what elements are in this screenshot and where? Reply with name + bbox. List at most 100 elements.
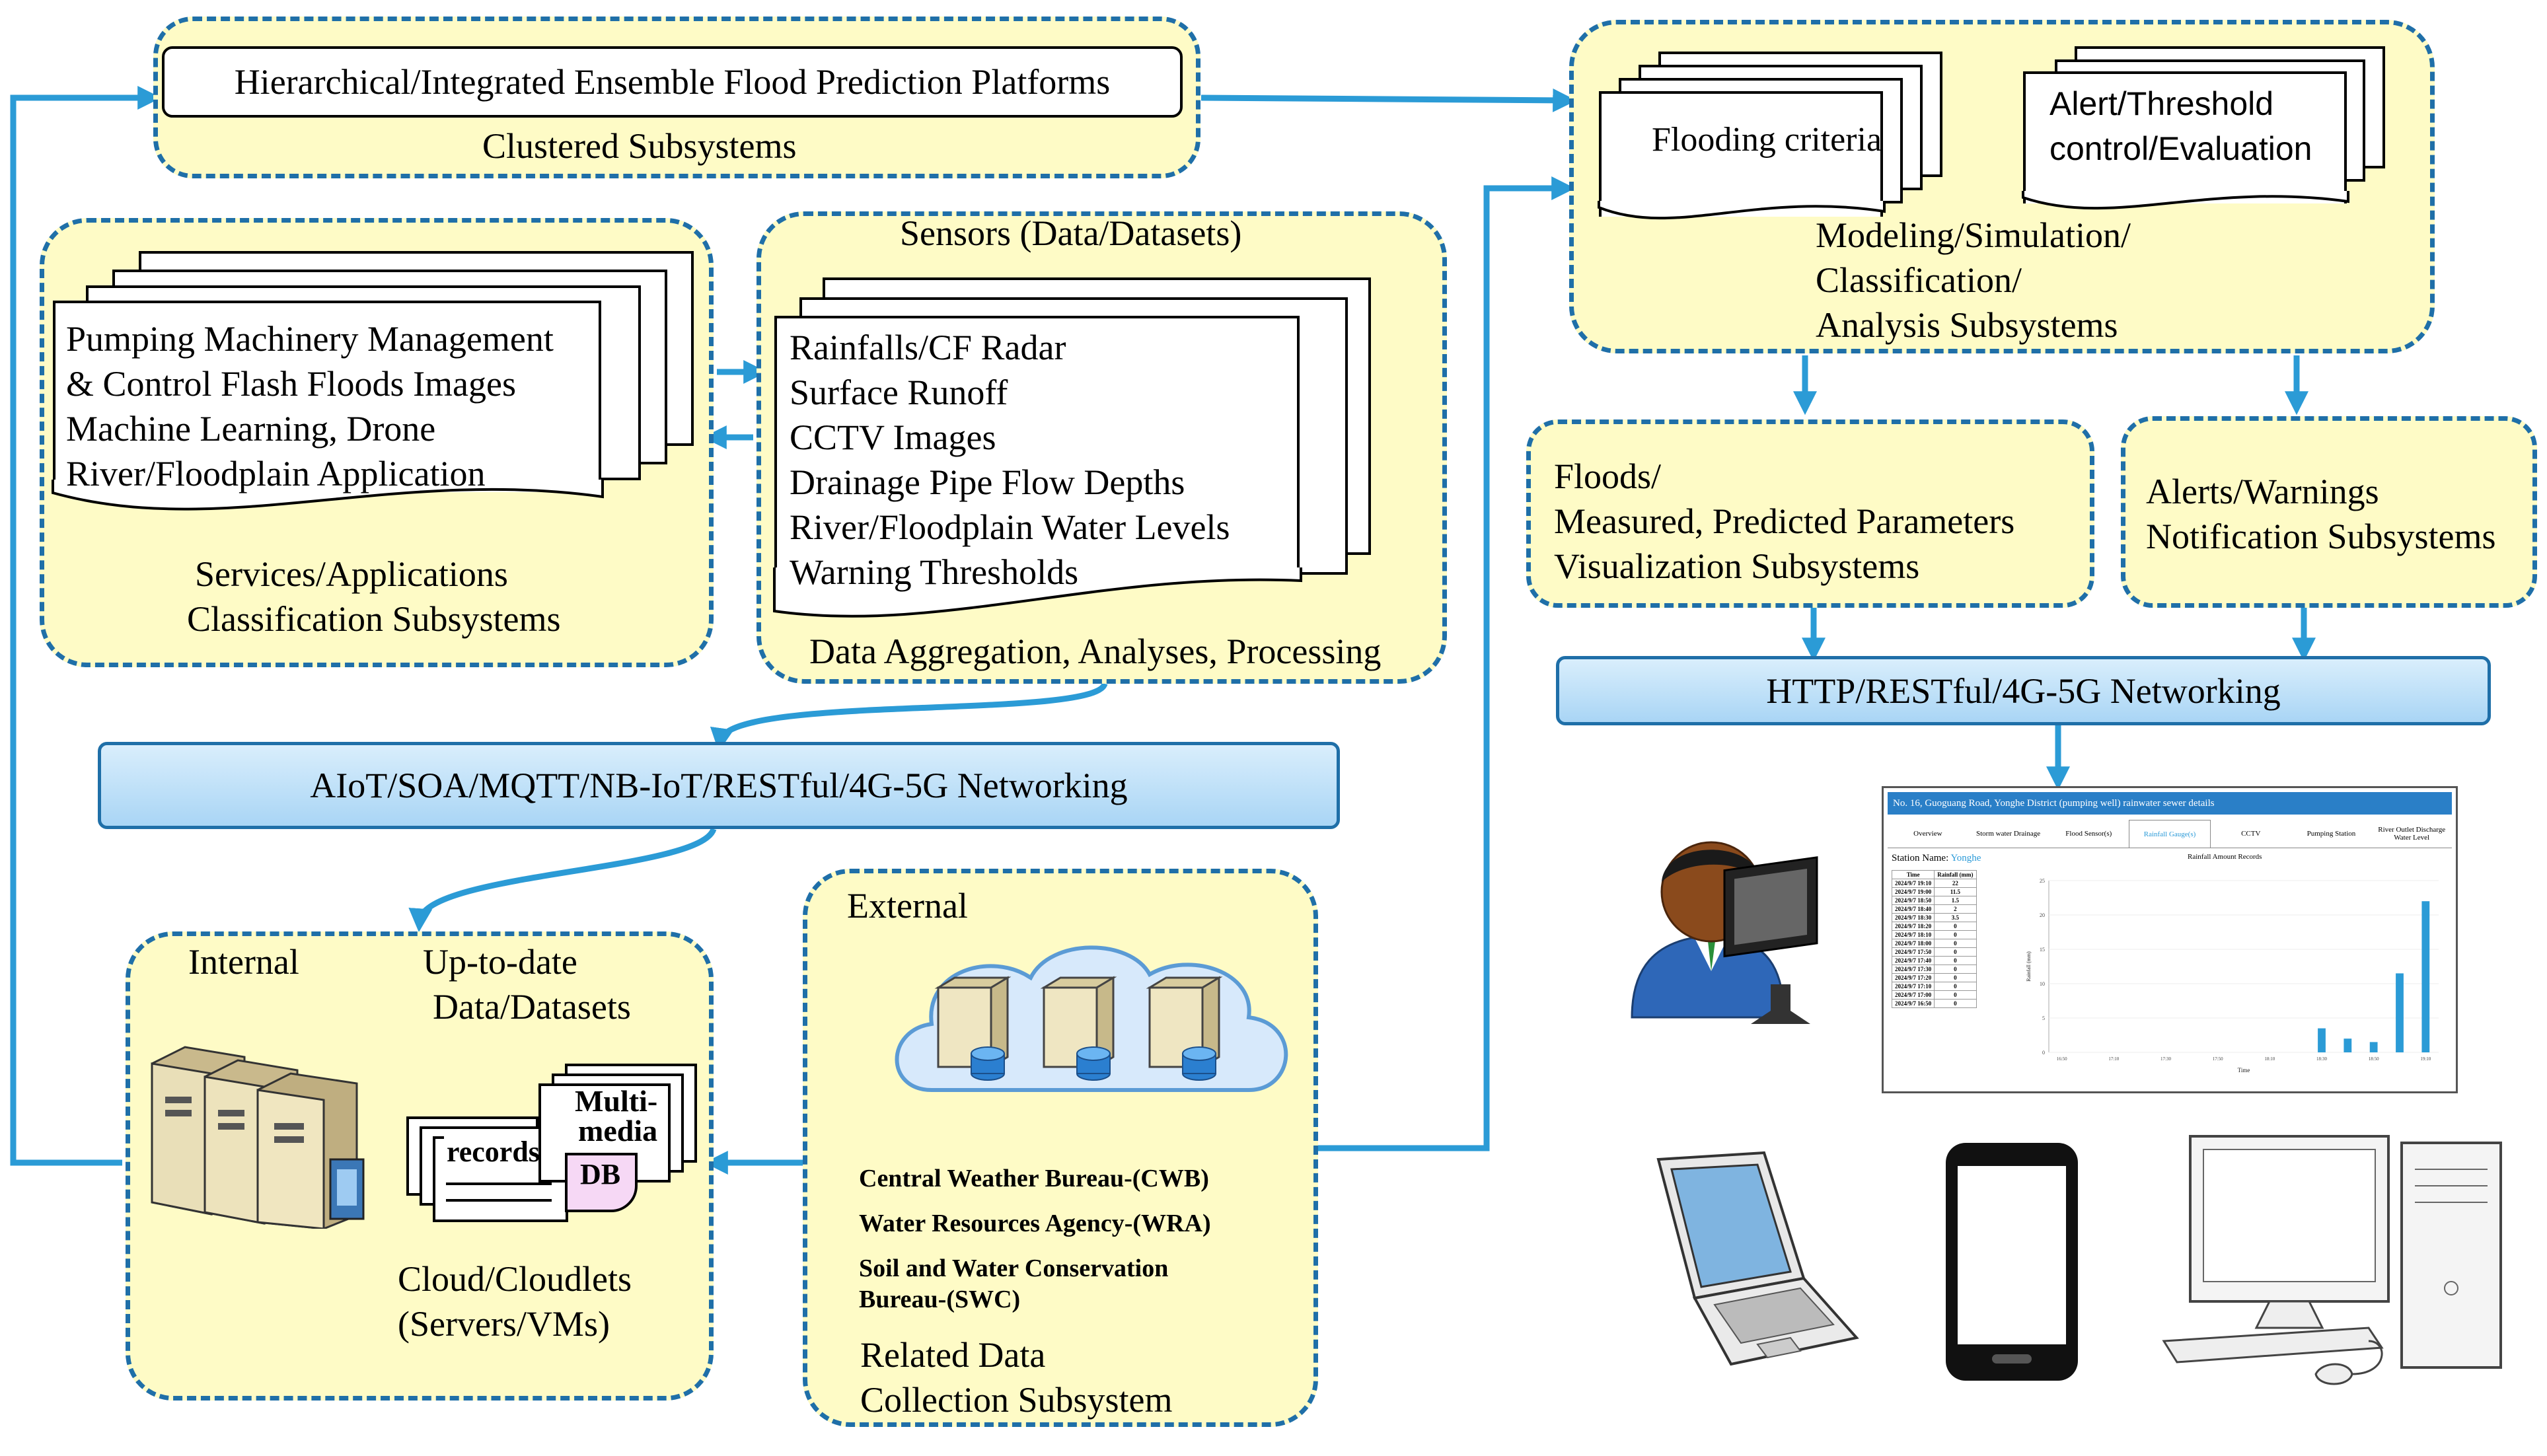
table-cell: 2024/9/7 17:30 — [1891, 965, 1935, 974]
sensor-item-3: CCTV Images — [790, 418, 996, 457]
sensors-caption: Data Aggregation, Analyses, Processing — [809, 632, 1382, 671]
table-cell: 2024/9/7 18:20 — [1891, 922, 1935, 931]
alerts-line-1: Alerts/Warnings — [2146, 472, 2379, 511]
dashboard-tab[interactable]: Pumping Station — [2307, 830, 2356, 838]
desktop-computer-icon — [2162, 1135, 2502, 1385]
internal-caption-1: Cloud/Cloudlets — [398, 1259, 632, 1299]
user-at-computer-icon — [1631, 841, 1818, 1024]
modeling-caption-1: Modeling/Simulation/ — [1816, 215, 2131, 255]
sensor-item-5: River/Floodplain Water Levels — [790, 507, 1230, 547]
dashboard-tab[interactable]: Rainfall Gauge(s) — [2129, 820, 2211, 848]
db-doc — [565, 1153, 638, 1212]
sensor-item-2: Surface Runoff — [790, 373, 1008, 412]
records-label: records — [444, 1135, 542, 1169]
table-cell: 0 — [1934, 956, 1977, 965]
flooding-criteria-doc — [1599, 91, 1883, 217]
alert-threshold-doc — [2023, 71, 2347, 203]
x-axis-label: Time — [2238, 1067, 2250, 1074]
dashboard-tab[interactable]: River Outlet Discharge Water Level — [2378, 826, 2446, 842]
multimedia-line-2: media — [578, 1114, 658, 1147]
station-value: Yonghe — [1950, 853, 1981, 863]
table-cell: 2024/9/7 18:50 — [1891, 896, 1935, 905]
internal-title: Internal — [188, 942, 299, 982]
dashboard-header: No. 16, Guoguang Road, Yonghe District (… — [1888, 792, 2452, 815]
alerts-line-2: Notification Subsystems — [2146, 517, 2496, 556]
doc-wave-4 — [773, 567, 1302, 618]
table-cell: 0 — [1934, 973, 1977, 982]
arrow-network-to-internal — [408, 827, 717, 933]
platform-label: Hierarchical/Integrated Ensemble Flood P… — [234, 62, 1111, 102]
y-tick-label: 5 — [2042, 1015, 2045, 1021]
flooding-criteria-label: Flooding criteria — [1652, 121, 1882, 159]
table-cell: 0 — [1934, 982, 1977, 991]
table-cell: 2024/9/7 18:00 — [1891, 939, 1935, 948]
services-item-1: Pumping Machinery Management — [66, 319, 554, 359]
table-cell: 2024/9/7 18:40 — [1891, 904, 1935, 914]
uptodate-line-1: Up-to-date — [423, 942, 577, 982]
floods-line-3: Visualization Subsystems — [1554, 546, 1920, 586]
sensors-doc — [774, 316, 1300, 577]
y-tick-label: 25 — [2040, 878, 2045, 884]
sensor-item-1: Rainfalls/CF Radar — [790, 328, 1066, 367]
arrow-internal-to-clustered — [10, 86, 162, 1166]
alert-threshold-label-1: Alert/Threshold — [2049, 85, 2274, 122]
x-tick-label: 19:10 — [2420, 1056, 2431, 1062]
modeling-caption-3: Analysis Subsystems — [1816, 305, 2118, 345]
rainfall-bar — [2421, 901, 2430, 1052]
y-tick-label: 10 — [2040, 981, 2045, 987]
x-tick-label: 18:10 — [2264, 1056, 2275, 1062]
aiot-networking-label: AIoT/SOA/MQTT/NB-IoT/RESTful/4G-5G Netwo… — [310, 766, 1128, 805]
doc-wave-2 — [2022, 191, 2349, 210]
arrow-clustered-to-modeling — [1200, 88, 1577, 112]
dashboard-tab[interactable]: Overview — [1913, 830, 1942, 838]
table-cell: 0 — [1934, 939, 1977, 948]
table-cell: 0 — [1934, 999, 1977, 1008]
table-cell: 22 — [1934, 879, 1977, 888]
table-cell: 2024/9/7 19:00 — [1891, 887, 1935, 896]
dashboard-tab[interactable]: CCTV — [2241, 830, 2261, 838]
table-cell: 2024/9/7 17:10 — [1891, 982, 1935, 991]
alerts-notification-panel — [2121, 416, 2537, 608]
table-cell: 1.5 — [1934, 896, 1977, 905]
alert-threshold-label-2: control/Evaluation — [2049, 130, 2312, 167]
table-cell: 0 — [1934, 990, 1977, 1000]
services-caption-2: Classification Subsystems — [187, 599, 561, 639]
agency-cwb: Central Weather Bureau-(CWB) — [859, 1165, 1209, 1192]
agency-swc-1: Soil and Water Conservation — [859, 1255, 1169, 1282]
x-tick-label: 17:30 — [2160, 1056, 2171, 1062]
arrow-sensors-to-network — [710, 682, 1108, 752]
dashboard-tab[interactable]: Storm water Drainage — [1976, 830, 2041, 838]
sensors-title: Sensors (Data/Datasets) — [900, 213, 1242, 253]
table-cell: 2024/9/7 17:20 — [1891, 973, 1935, 982]
http-networking-bar: HTTP/RESTful/4G-5G Networking — [1556, 656, 2491, 725]
table-cell: 0 — [1934, 930, 1977, 939]
http-networking-label: HTTP/RESTful/4G-5G Networking — [1766, 671, 2281, 711]
y-axis-label: Rainfall (mm) — [2026, 951, 2032, 982]
services-item-3: Machine Learning, Drone — [66, 409, 436, 449]
dashboard-tab[interactable]: Flood Sensor(s) — [2065, 830, 2112, 838]
arrow-external-to-modeling — [1318, 176, 1576, 1151]
x-tick-label: 17:10 — [2108, 1056, 2119, 1062]
dashboard-tabs: Overview Storm water Drainage Flood Sensor… — [1888, 820, 2452, 848]
table-cell: 0 — [1934, 922, 1977, 931]
services-caption-1: Services/Applications — [195, 554, 508, 594]
services-item-4: River/Floodplain Application — [66, 454, 486, 493]
modeling-caption-2: Classification/ — [1816, 260, 2022, 300]
station-label: Station Name: — [1892, 853, 1949, 863]
aiot-networking-bar: AIoT/SOA/MQTT/NB-IoT/RESTful/4G-5G Netwo… — [98, 742, 1340, 829]
agency-wra: Water Resources Agency-(WRA) — [859, 1210, 1211, 1237]
sensor-item-6: Warning Thresholds — [790, 552, 1079, 592]
